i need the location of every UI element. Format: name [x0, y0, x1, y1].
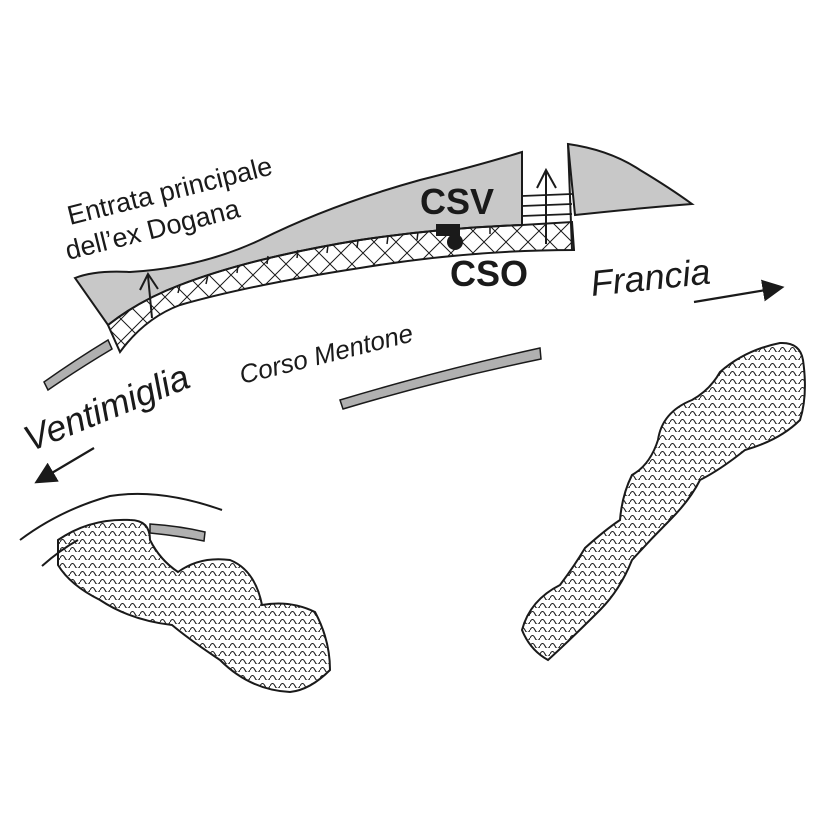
passage-right-wall	[567, 143, 573, 251]
label-ventimiglia: Ventimiglia	[18, 356, 195, 459]
cso-marker	[447, 234, 463, 250]
customs-building-east	[566, 142, 695, 217]
arrow-left-icon	[34, 447, 95, 484]
rock-outcrop-right	[520, 341, 806, 662]
label-francia: Francia	[589, 251, 713, 304]
access-arrow-left	[139, 272, 159, 319]
label-corso-mentone: Corso Mentone	[236, 318, 416, 390]
rock-outcrop-left	[57, 518, 332, 694]
building-ticks	[177, 226, 491, 294]
csv-marker	[436, 224, 460, 236]
road-west	[43, 338, 113, 392]
access-arrow-right	[536, 167, 557, 244]
sidewalk-strip	[106, 220, 576, 354]
road-corso-mentone	[339, 347, 542, 410]
road-southwest	[149, 523, 206, 542]
arrow-right-icon	[693, 279, 785, 304]
label-cso: CSO	[450, 253, 528, 294]
coast-arc-southwest	[19, 492, 223, 541]
label-csv: CSV	[420, 181, 494, 222]
